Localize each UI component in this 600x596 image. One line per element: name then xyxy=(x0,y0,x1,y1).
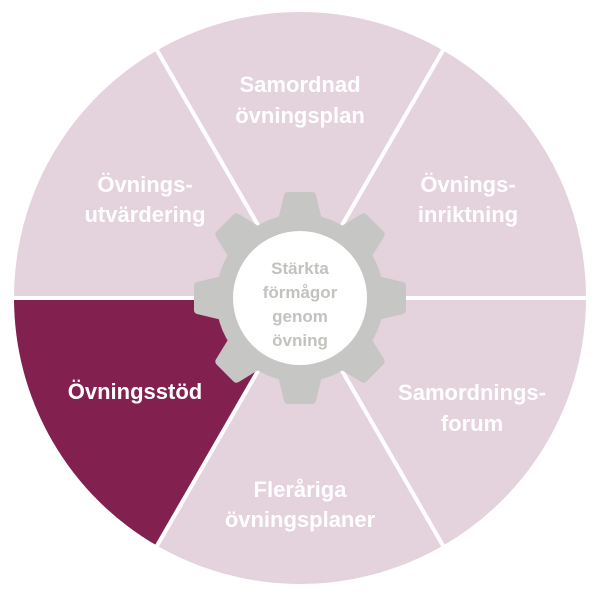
gear-tooth xyxy=(215,213,261,259)
center-line: övning xyxy=(272,331,328,350)
gear-tooth xyxy=(339,337,385,383)
gear-tooth xyxy=(215,337,261,383)
segment-label-samordnad-ovningsplan: Samordnad övningsplan xyxy=(235,72,365,128)
svg-text:övningsplan: övningsplan xyxy=(235,103,365,128)
svg-text:övningsplaner: övningsplaner xyxy=(225,507,376,532)
gear-tooth xyxy=(278,192,322,220)
center-circle xyxy=(233,231,367,365)
segment-label-ovningsutvardering: Övnings- utvärdering xyxy=(84,172,205,227)
gear-tooth xyxy=(378,276,406,320)
center-line: genom xyxy=(272,307,328,326)
center-label: Stärkta förmågor genom övning xyxy=(263,259,338,350)
gear-tooth xyxy=(278,376,322,404)
svg-text:Övningsstöd: Övningsstöd xyxy=(68,379,202,404)
segment-flerariga-ovningsplaner xyxy=(153,294,447,588)
segment-label-samordningsforum: Samordnings- forum xyxy=(398,380,546,436)
center-line: Stärkta xyxy=(271,259,329,278)
svg-text:inriktning: inriktning xyxy=(418,202,518,227)
svg-text:Övnings-: Övnings- xyxy=(420,172,515,197)
segment-samordnad-ovningsplan xyxy=(153,8,447,302)
svg-text:Övnings-: Övnings- xyxy=(97,172,192,197)
svg-text:utvärdering: utvärdering xyxy=(84,202,205,227)
segment-label-ovningsinriktning: Övnings- inriktning xyxy=(418,172,518,227)
segment-label-flerariga-ovningsplaner: Fleråriga övningsplaner xyxy=(225,477,376,532)
svg-text:forum: forum xyxy=(441,411,503,436)
svg-text:Fleråriga: Fleråriga xyxy=(254,477,348,502)
gear-tooth xyxy=(339,213,385,259)
gear-tooth xyxy=(194,276,222,320)
center-line: förmågor xyxy=(263,283,338,302)
svg-text:Samordnad: Samordnad xyxy=(239,72,360,97)
segment-label-ovningsstod: Övningsstöd xyxy=(68,379,202,404)
svg-text:Samordnings-: Samordnings- xyxy=(398,380,546,405)
